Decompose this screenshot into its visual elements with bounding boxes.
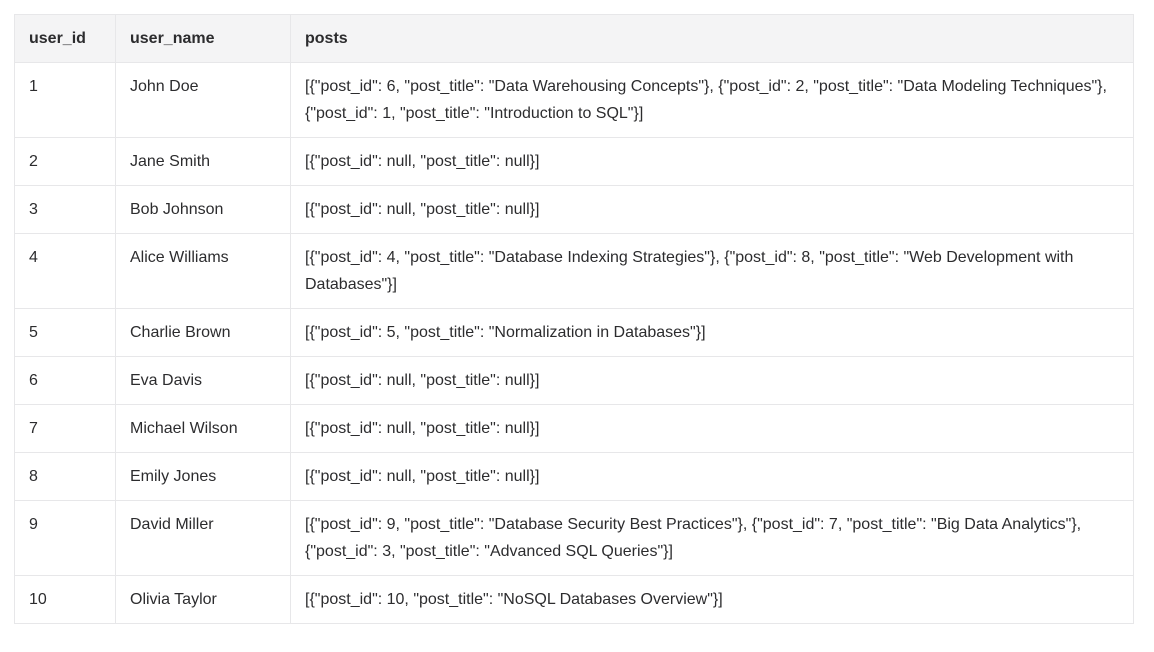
column-header-posts: posts bbox=[290, 14, 1134, 63]
cell-posts: [{"post_id": 6, "post_title": "Data Ware… bbox=[290, 62, 1134, 138]
cell-user_name: David Miller bbox=[115, 500, 291, 576]
column-header-user_id: user_id bbox=[14, 14, 116, 63]
cell-posts: [{"post_id": null, "post_title": null}] bbox=[290, 137, 1134, 186]
cell-user_name: Emily Jones bbox=[115, 452, 291, 501]
cell-user_id: 4 bbox=[14, 233, 116, 309]
cell-user_id: 9 bbox=[14, 500, 116, 576]
cell-user_name: Bob Johnson bbox=[115, 185, 291, 234]
cell-posts: [{"post_id": 5, "post_title": "Normaliza… bbox=[290, 308, 1134, 357]
cell-user_id: 1 bbox=[14, 62, 116, 138]
cell-posts: [{"post_id": 4, "post_title": "Database … bbox=[290, 233, 1134, 309]
cell-posts: [{"post_id": 10, "post_title": "NoSQL Da… bbox=[290, 575, 1134, 624]
cell-user_id: 6 bbox=[14, 356, 116, 405]
cell-user_name: Eva Davis bbox=[115, 356, 291, 405]
cell-user_name: John Doe bbox=[115, 62, 291, 138]
cell-user_id: 3 bbox=[14, 185, 116, 234]
cell-user_id: 10 bbox=[14, 575, 116, 624]
cell-user_id: 7 bbox=[14, 404, 116, 453]
cell-user_name: Alice Williams bbox=[115, 233, 291, 309]
cell-posts: [{"post_id": null, "post_title": null}] bbox=[290, 356, 1134, 405]
cell-user_id: 2 bbox=[14, 137, 116, 186]
cell-user_name: Jane Smith bbox=[115, 137, 291, 186]
cell-user_id: 5 bbox=[14, 308, 116, 357]
column-header-user_name: user_name bbox=[115, 14, 291, 63]
cell-posts: [{"post_id": 9, "post_title": "Database … bbox=[290, 500, 1134, 576]
cell-posts: [{"post_id": null, "post_title": null}] bbox=[290, 452, 1134, 501]
cell-posts: [{"post_id": null, "post_title": null}] bbox=[290, 404, 1134, 453]
cell-user_name: Olivia Taylor bbox=[115, 575, 291, 624]
cell-user_name: Charlie Brown bbox=[115, 308, 291, 357]
cell-user_id: 8 bbox=[14, 452, 116, 501]
cell-posts: [{"post_id": null, "post_title": null}] bbox=[290, 185, 1134, 234]
cell-user_name: Michael Wilson bbox=[115, 404, 291, 453]
